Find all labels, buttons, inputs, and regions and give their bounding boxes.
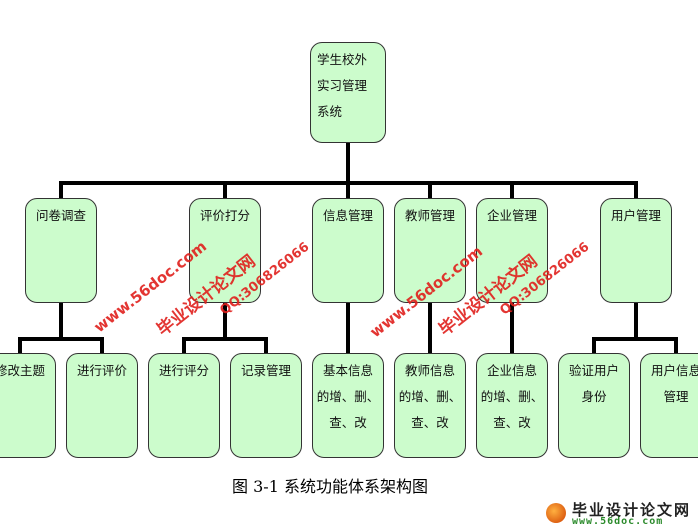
box-text-line: 评价打分 <box>199 208 250 223</box>
box-text-line: 教师信息 <box>404 363 455 378</box>
connector-line <box>182 337 268 341</box>
connector-line <box>59 303 63 339</box>
figure-caption: 图 3-1 系统功能体系架构图 <box>232 477 428 496</box>
box-text-line: 用户信息 <box>650 363 698 378</box>
submodule-node: 记录管理 <box>230 353 302 458</box>
box-text-line: 实习管理 <box>317 78 368 93</box>
box-text-line: 验证用户 <box>568 363 619 378</box>
module-node-2: 信息管理 <box>312 198 384 303</box>
box-text-line: 查、改 <box>493 415 531 430</box>
connector-line <box>346 303 350 353</box>
connector-line <box>223 303 227 339</box>
site-logo: 毕业设计论文网 www.56doc.com <box>532 497 698 530</box>
submodule-node: 基本信息的增、删、查、改 <box>312 353 384 458</box>
root-node: 学生校外实习管理系统 <box>310 42 386 143</box>
connector-line <box>264 337 268 354</box>
box-text-line: 记录管理 <box>240 363 291 378</box>
box-text-line: 查、改 <box>329 415 367 430</box>
box-text-line: 用户管理 <box>610 208 661 223</box>
box-text-line: 进行评价 <box>76 363 127 378</box>
connector-line <box>510 303 514 353</box>
connector-line <box>59 183 63 199</box>
connector-line <box>592 337 596 354</box>
box-text-line: 教师管理 <box>404 208 455 223</box>
box-text-line: 基本信息 <box>322 363 373 378</box>
box-text-line: 信息管理 <box>322 208 373 223</box>
box-text-line: 学生校外 <box>317 52 368 67</box>
box-text-line: 修改主题 <box>0 363 45 378</box>
box-text-line: 身份 <box>581 389 607 404</box>
box-text-line: 的增、删、 <box>398 389 462 404</box>
connector-line <box>18 337 22 354</box>
connector-line <box>346 183 350 199</box>
connector-line <box>510 183 514 199</box>
module-node-5: 用户管理 <box>600 198 672 303</box>
submodule-node: 修改主题 <box>0 353 56 458</box>
connector-line <box>428 183 432 199</box>
module-node-0: 问卷调查 <box>25 198 97 303</box>
box-text-line: 企业管理 <box>486 208 537 223</box>
submodule-node: 教师信息的增、删、查、改 <box>394 353 466 458</box>
submodule-node: 进行评分 <box>148 353 220 458</box>
submodule-node: 企业信息的增、删、查、改 <box>476 353 548 458</box>
box-text-line: 进行评分 <box>158 363 209 378</box>
connector-line <box>428 303 432 353</box>
connector-line <box>223 183 227 199</box>
module-node-3: 教师管理 <box>394 198 466 303</box>
root-connector <box>346 143 350 183</box>
connector-line <box>592 337 678 341</box>
submodule-node: 进行评价 <box>66 353 138 458</box>
box-text-line: 的增、删、 <box>480 389 544 404</box>
box-text-line: 的增、删、 <box>316 389 380 404</box>
logo-url: www.56doc.com <box>572 516 664 527</box>
connector-line <box>18 337 104 341</box>
submodule-node: 用户信息管理 <box>640 353 698 458</box>
box-text-line: 问卷调查 <box>35 208 86 223</box>
logo-name: 毕业设计论文网 <box>572 501 692 519</box>
box-text-line: 系统 <box>317 104 343 119</box>
box-text-line: 企业信息 <box>486 363 537 378</box>
logo-globe-icon <box>546 503 566 523</box>
module-node-4: 企业管理 <box>476 198 548 303</box>
box-text-line: 查、改 <box>411 415 449 430</box>
connector-line <box>634 303 638 339</box>
submodule-node: 验证用户身份 <box>558 353 630 458</box>
connector-line <box>674 337 678 354</box>
connector-line <box>182 337 186 354</box>
connector-line <box>634 183 638 199</box>
connector-line <box>100 337 104 354</box>
box-text-line: 管理 <box>663 389 689 404</box>
module-node-1: 评价打分 <box>189 198 261 303</box>
